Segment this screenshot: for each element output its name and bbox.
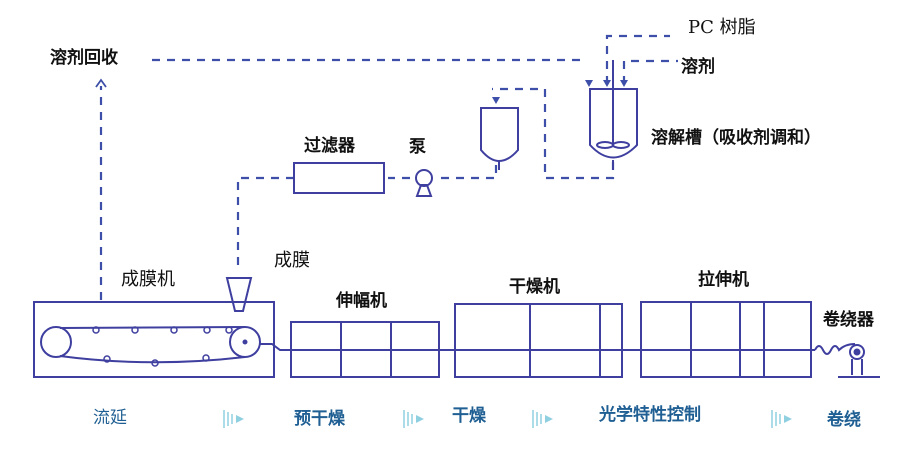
- tenter-label: 伸幅机: [336, 291, 387, 311]
- pump-symbol: [415, 169, 433, 187]
- casting-drum-left: [40, 326, 72, 358]
- solvent-feed-line: [622, 59, 678, 84]
- dryer-frame: [454, 303, 623, 378]
- dryer-label: 干燥机: [509, 277, 560, 297]
- feed-arrow-3: [620, 80, 628, 87]
- agitator-blade-left: [596, 141, 614, 149]
- feed-arrow-2: [603, 80, 611, 87]
- dissolver-outlet-line: [492, 87, 615, 180]
- stage-drying: 干燥: [452, 406, 486, 426]
- filter-die-line: [236, 176, 294, 270]
- resin-feed-line: [605, 34, 670, 84]
- casting-belt: [59, 326, 246, 364]
- pc-resin-label: PC 树脂: [688, 17, 756, 38]
- winder-rollers: [814, 343, 856, 355]
- feed-arrow-1: [585, 80, 593, 87]
- stage-arrow-icon: [403, 410, 424, 428]
- solvent-label: 溶剂: [681, 57, 715, 77]
- stage-arrow-icon: [771, 410, 792, 428]
- dissolving-tank-label: 溶解槽（吸收剂调和）: [651, 128, 821, 148]
- recovery-arrowhead: [95, 78, 107, 88]
- stage-winding: 卷绕: [827, 410, 861, 430]
- pump-label: 泵: [409, 137, 426, 157]
- casting-machine-frame: [33, 301, 275, 378]
- winder-reel: [849, 344, 865, 360]
- tank-inlet-arrow: [492, 97, 500, 104]
- stage-arrow-icon: [532, 410, 553, 428]
- stage-optical-control: 光学特性控制: [599, 405, 701, 425]
- tank-outlet-line: [440, 165, 498, 180]
- winder-label: 卷绕器: [823, 310, 874, 330]
- stage-arrow-icon: [223, 410, 244, 428]
- winder-stand: [838, 359, 880, 378]
- filter-label: 过滤器: [304, 136, 355, 156]
- dissolving-tank: [589, 88, 638, 159]
- stage-casting: 流延: [93, 408, 127, 428]
- storage-tank: [480, 107, 519, 162]
- agitator-blade-right: [612, 141, 630, 149]
- casting-machine-label: 成膜机: [121, 269, 175, 290]
- stretcher-label: 拉伸机: [698, 270, 749, 290]
- stage-predrying: 预干燥: [294, 409, 345, 429]
- film-web-line: [260, 343, 815, 351]
- stretcher-frame: [640, 301, 812, 378]
- solvent-recovery-label: 溶剂回收: [50, 48, 118, 68]
- casting-die: [225, 277, 253, 312]
- filter-symbol: [293, 162, 385, 194]
- film-forming-die-label: 成膜: [274, 250, 310, 271]
